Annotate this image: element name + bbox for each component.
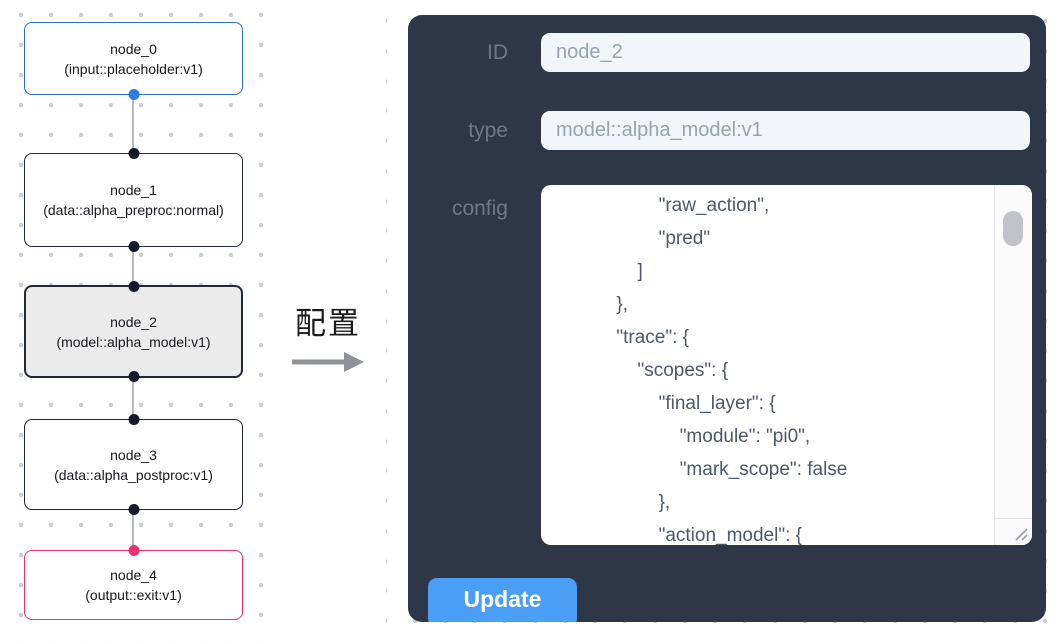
source-handle-icon[interactable] <box>128 241 139 252</box>
source-handle-icon[interactable] <box>128 89 139 100</box>
node-label: node_0 (input::placeholder:v1) <box>64 40 203 77</box>
flow-node-node_0[interactable]: node_0 (input::placeholder:v1) <box>24 22 243 100</box>
id-input[interactable] <box>541 33 1030 72</box>
update-button[interactable]: Update <box>428 578 577 622</box>
configure-annotation: 配置 <box>268 298 388 375</box>
textarea-resize-corner[interactable] <box>994 518 1032 545</box>
config-json-textarea[interactable]: "raw_action", "pred" ] }, "trace": { "sc… <box>541 185 1032 545</box>
type-field-label: type <box>468 119 508 142</box>
target-handle-icon[interactable] <box>128 545 139 556</box>
config-scrollbar-thumb[interactable] <box>1003 211 1023 246</box>
source-handle-icon[interactable] <box>128 371 139 382</box>
edge-node1-node2[interactable] <box>132 247 134 285</box>
id-field-label: ID <box>487 41 508 64</box>
flow-node-node_4[interactable]: node_4 (output::exit:v1) <box>24 545 243 620</box>
node-label: node_2 (model::alpha_model:v1) <box>56 313 211 350</box>
flow-editor-canvas[interactable]: node_0 (input::placeholder:v1) node_1 (d… <box>0 0 380 643</box>
right-arrow-icon <box>292 352 364 372</box>
node-label: node_4 (output::exit:v1) <box>85 567 182 603</box>
edge-node0-node1[interactable] <box>132 95 134 153</box>
edge-node2-node3[interactable] <box>132 378 134 419</box>
target-handle-icon[interactable] <box>128 281 139 292</box>
type-input[interactable] <box>541 111 1030 150</box>
flow-node-node_1[interactable]: node_1 (data::alpha_preproc:normal) <box>24 148 243 252</box>
flow-node-node_3[interactable]: node_3 (data::alpha_postproc:v1) <box>24 414 243 515</box>
node-config-panel: ID type config "raw_action", "pred" ] },… <box>408 15 1046 622</box>
edge-node3-node4[interactable] <box>132 510 134 550</box>
resize-grip-icon <box>1015 528 1028 541</box>
flow-node-node_2-selected[interactable]: node_2 (model::alpha_model:v1) <box>24 281 243 382</box>
node-label: node_1 (data::alpha_preproc:normal) <box>43 182 224 218</box>
config-scrollbar-track[interactable] <box>994 185 1032 518</box>
config-field-label: config <box>451 197 508 220</box>
source-handle-icon[interactable] <box>128 504 139 515</box>
config-json-text[interactable]: "raw_action", "pred" ] }, "trace": { "sc… <box>616 195 848 545</box>
target-handle-icon[interactable] <box>128 414 139 425</box>
configure-label: 配置 <box>295 306 361 341</box>
node-label: node_3 (data::alpha_postproc:v1) <box>54 446 213 483</box>
target-handle-icon[interactable] <box>128 148 139 159</box>
